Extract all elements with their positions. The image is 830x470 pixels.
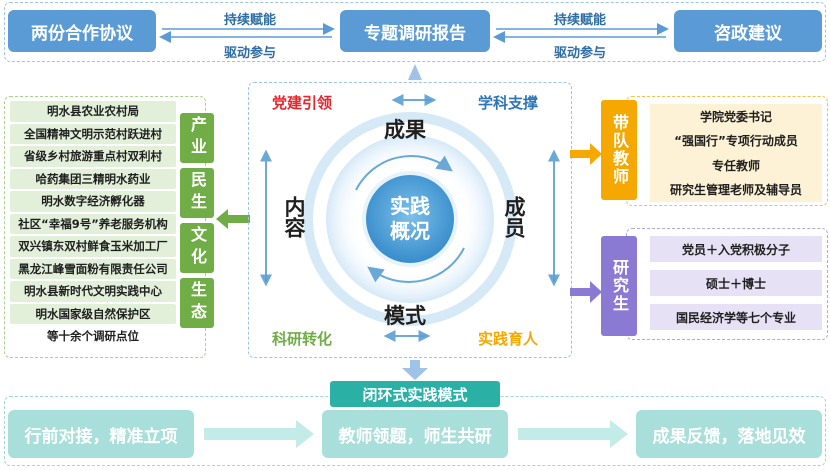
- arrow-label-bottom-2: 驱动参与: [553, 46, 606, 61]
- teacher-item: “强国行”专项行动成员: [674, 134, 798, 149]
- word-members: 成员: [502, 196, 526, 238]
- left-panel-tag: 文化: [180, 223, 214, 273]
- bottom-box-pretrip: 行前对接，精准立项: [8, 410, 194, 458]
- word-content: 内容: [282, 196, 306, 238]
- left-arrow: [216, 209, 250, 229]
- left-panel-footer: 等十余个调研点位: [47, 329, 139, 343]
- teacher-list: 学院党委书记 “强国行”专项行动成员专任教师研究生管理老师及辅导员: [650, 104, 822, 202]
- top-box-report: 专题调研报告: [340, 10, 490, 52]
- left-panel-tag: 生态: [180, 278, 214, 328]
- arrow-label-top-2: 持续赋能: [553, 13, 606, 28]
- core-label-line2: 概况: [390, 219, 430, 243]
- down-arrow: [402, 360, 428, 380]
- left-panel-item: 全国精神文明示范村跃进村: [10, 123, 176, 144]
- top-row-frame: [4, 2, 826, 62]
- arrow-label-bottom-1: 驱动参与: [223, 46, 276, 61]
- top-box-agreements: 两份合作协议: [8, 10, 156, 52]
- center-graphics: [260, 94, 560, 342]
- bottom-box-feedback: 成果反馈，落地见效: [636, 410, 822, 458]
- top-arrows: [159, 23, 669, 80]
- student-item: 硕士＋博士: [650, 270, 822, 296]
- teacher-item: 专任教师: [711, 158, 760, 173]
- left-panel-item: 明水县新时代文明实践中心: [10, 281, 176, 302]
- tag-graduate-students: 研究生: [601, 236, 637, 336]
- left-panel-item: 明水国家级自然保护区: [10, 303, 176, 324]
- core-label: 实践 概况: [370, 194, 450, 244]
- student-item: 国民经济学等七个专业: [650, 304, 822, 330]
- student-item: 党员＋入党积极分子: [650, 236, 822, 262]
- left-panel-item: 明水数字经济孵化器: [10, 191, 176, 212]
- left-panel-items: 明水县农业农村局全国精神文明示范村跃进村省级乡村旅游重点村双利村哈药集团三精明水…: [10, 101, 176, 324]
- corner-discipline-support: 学科支撑: [478, 94, 539, 112]
- corner-practice-education: 实践育人: [478, 330, 539, 348]
- left-panel-tag: 民生: [180, 168, 214, 218]
- left-panel-item: 社区“幸福9号”养老服务机构: [10, 213, 176, 234]
- left-panel-list: 明水县农业农村局全国精神文明示范村跃进村省级乡村旅游重点村双利村哈药集团三精明水…: [10, 101, 176, 346]
- tag-teachers: 带队教师: [601, 100, 637, 200]
- teacher-item: 研究生管理老师及辅导员: [669, 183, 802, 198]
- left-panel-item: 省级乡村旅游重点村双利村: [10, 146, 176, 167]
- center-frame: [248, 82, 572, 358]
- bottom-box-teacher-research: 教师领题，师生共研: [322, 410, 508, 458]
- left-panel-tags: 产业民生文化生态: [180, 113, 216, 333]
- closed-loop-banner: 闭环式实践模式: [330, 381, 500, 407]
- bottom-arrows: [204, 420, 628, 448]
- word-results: 成果: [384, 118, 426, 142]
- left-panel-item: 黑龙江峰雪面粉有限责任公司: [10, 258, 176, 279]
- word-model: 模式: [384, 304, 426, 328]
- right-arrows: [570, 143, 602, 303]
- left-panel-item: 哈药集团三精明水药业: [10, 168, 176, 189]
- core-label-line1: 实践: [390, 194, 430, 218]
- student-list: 党员＋入党积极分子硕士＋博士国民经济学等七个专业: [650, 236, 822, 332]
- corner-party-lead: 党建引领: [272, 94, 333, 112]
- left-panel-item: 双兴镇东双村鲜食玉米加工厂: [10, 236, 176, 257]
- left-panel-item: 明水县农业农村局: [10, 101, 176, 122]
- corner-research-transform: 科研转化: [272, 330, 333, 348]
- top-box-advice: 咨政建议: [674, 10, 822, 52]
- arrow-label-top-1: 持续赋能: [223, 13, 276, 28]
- teacher-item: 学院党委书记: [699, 109, 772, 124]
- left-panel-tag: 产业: [180, 113, 214, 163]
